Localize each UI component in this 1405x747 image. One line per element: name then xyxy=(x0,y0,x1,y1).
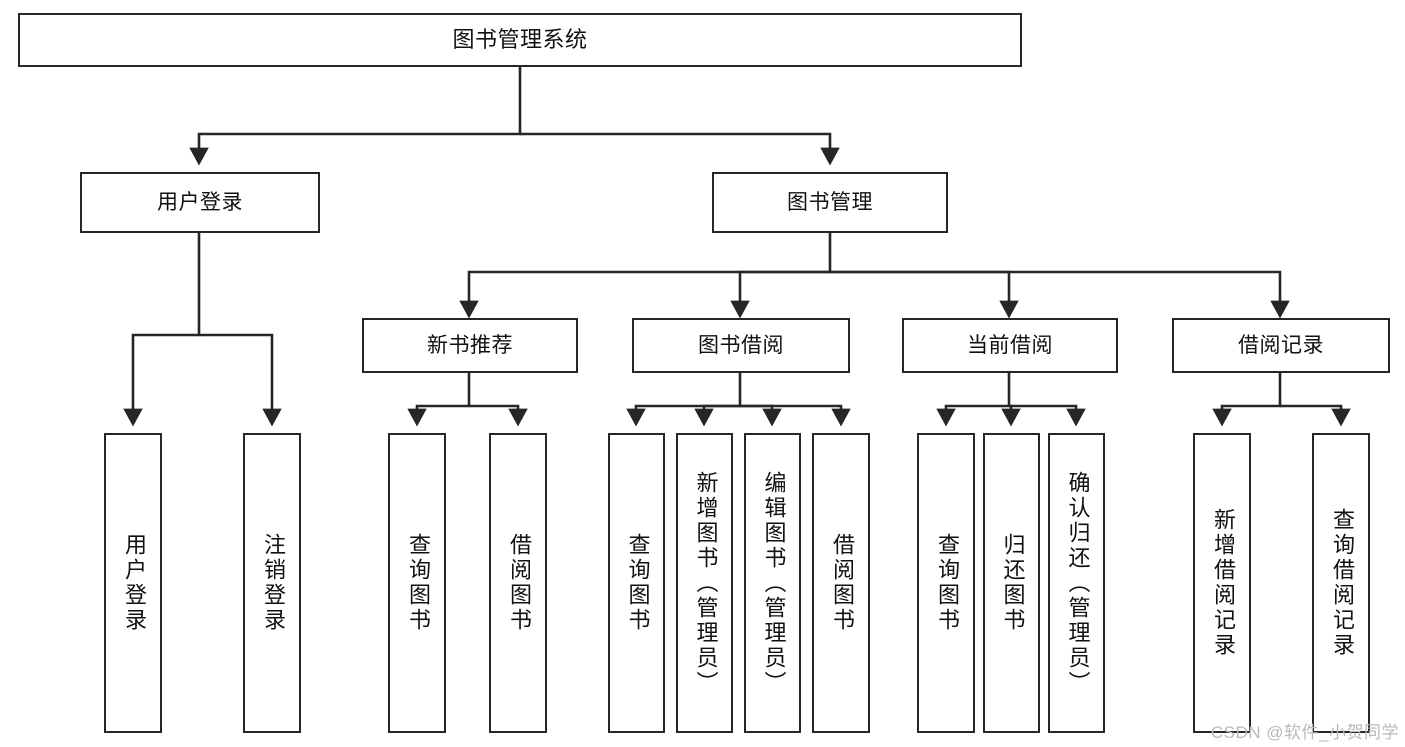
leaf-borrow-record-add-label: 新增借阅记录 xyxy=(1211,508,1236,658)
leaf-new-book-borrow[interactable]: 借阅图书 xyxy=(489,433,547,733)
leaf-new-book-borrow-label: 借阅图书 xyxy=(507,533,532,633)
edge-currentborrow-to-leaf2 xyxy=(1001,404,1021,427)
edge-bookmanage-to-book-borrow xyxy=(730,270,830,319)
edge-borrowrecord-to-leaf2 xyxy=(1280,404,1351,427)
node-book-management[interactable]: 图书管理 xyxy=(712,172,948,233)
leaf-current-borrow-confirm-return[interactable]: 确认归还（管理员） xyxy=(1048,433,1105,733)
edge-bookmanage-to-borrow-record xyxy=(830,270,1290,319)
leaf-current-borrow-query-label: 查询图书 xyxy=(935,533,960,633)
edge-bookborrow-to-leaf3 xyxy=(740,404,782,427)
edge-userlogin-to-leaf1 xyxy=(123,233,201,427)
node-user-login[interactable]: 用户登录 xyxy=(80,172,320,233)
node-root-book-management-system[interactable]: 图书管理系统 xyxy=(18,13,1022,67)
edge-userlogin-to-leaf2 xyxy=(199,333,282,427)
node-borrow-record[interactable]: 借阅记录 xyxy=(1172,318,1390,373)
edge-bookborrow-to-leaf2 xyxy=(694,404,740,427)
leaf-book-borrow-add-label: 新增图书（管理员） xyxy=(693,470,719,696)
leaf-new-book-query-label: 查询图书 xyxy=(406,533,431,633)
edge-currentborrow-to-leaf1 xyxy=(936,373,1011,427)
leaf-book-borrow-query-label: 查询图书 xyxy=(625,533,651,633)
leaf-book-borrow-borrow-label: 借阅图书 xyxy=(830,533,855,633)
leaf-current-borrow-query[interactable]: 查询图书 xyxy=(917,433,975,733)
node-user-login-label: 用户登录 xyxy=(157,190,243,214)
leaf-user-login-logout-label: 注销登录 xyxy=(261,533,286,633)
leaf-book-borrow-add[interactable]: 新增图书（管理员） xyxy=(676,433,733,733)
node-borrow-record-label: 借阅记录 xyxy=(1238,333,1324,357)
watermark-text: CSDN @软件_小贺同学 xyxy=(1210,723,1399,742)
leaf-borrow-record-add[interactable]: 新增借阅记录 xyxy=(1193,433,1251,733)
leaf-current-borrow-return[interactable]: 归还图书 xyxy=(983,433,1040,733)
node-book-borrow[interactable]: 图书借阅 xyxy=(632,318,850,373)
edge-newbook-to-leaf1 xyxy=(407,373,471,427)
leaf-user-login-login[interactable]: 用户登录 xyxy=(104,433,162,733)
edge-bookmanage-to-current-borrow xyxy=(830,270,1019,319)
leaf-book-borrow-borrow[interactable]: 借阅图书 xyxy=(812,433,870,733)
node-new-book-recommend-label: 新书推荐 xyxy=(427,333,513,357)
node-current-borrow[interactable]: 当前借阅 xyxy=(902,318,1118,373)
edge-root-to-user-login xyxy=(189,67,522,166)
leaf-current-borrow-confirm-return-label: 确认归还（管理员） xyxy=(1065,470,1091,696)
edge-bookborrow-to-leaf4 xyxy=(740,404,851,427)
edge-bookborrow-to-leaf1 xyxy=(626,373,742,427)
leaf-current-borrow-return-label: 归还图书 xyxy=(1000,533,1026,633)
node-root-label: 图书管理系统 xyxy=(452,26,588,52)
node-book-management-label: 图书管理 xyxy=(787,190,873,214)
edge-currentborrow-to-leaf3 xyxy=(1009,404,1086,427)
leaf-book-borrow-edit-label: 编辑图书（管理员） xyxy=(761,470,787,696)
leaf-book-borrow-query[interactable]: 查询图书 xyxy=(608,433,665,733)
leaf-borrow-record-query-label: 查询借阅记录 xyxy=(1330,508,1355,658)
node-current-borrow-label: 当前借阅 xyxy=(967,333,1053,357)
leaf-new-book-query[interactable]: 查询图书 xyxy=(388,433,446,733)
edge-borrowrecord-to-leaf1 xyxy=(1212,373,1282,427)
edge-newbook-to-leaf2 xyxy=(469,404,528,427)
edge-bookmanage-to-new-book xyxy=(459,233,832,319)
edge-root-to-book-manage xyxy=(520,132,840,166)
node-book-borrow-label: 图书借阅 xyxy=(698,333,784,357)
leaf-borrow-record-query[interactable]: 查询借阅记录 xyxy=(1312,433,1370,733)
leaf-user-login-login-label: 用户登录 xyxy=(122,533,147,633)
leaf-user-login-logout[interactable]: 注销登录 xyxy=(243,433,301,733)
node-new-book-recommend[interactable]: 新书推荐 xyxy=(362,318,578,373)
leaf-book-borrow-edit[interactable]: 编辑图书（管理员） xyxy=(744,433,801,733)
